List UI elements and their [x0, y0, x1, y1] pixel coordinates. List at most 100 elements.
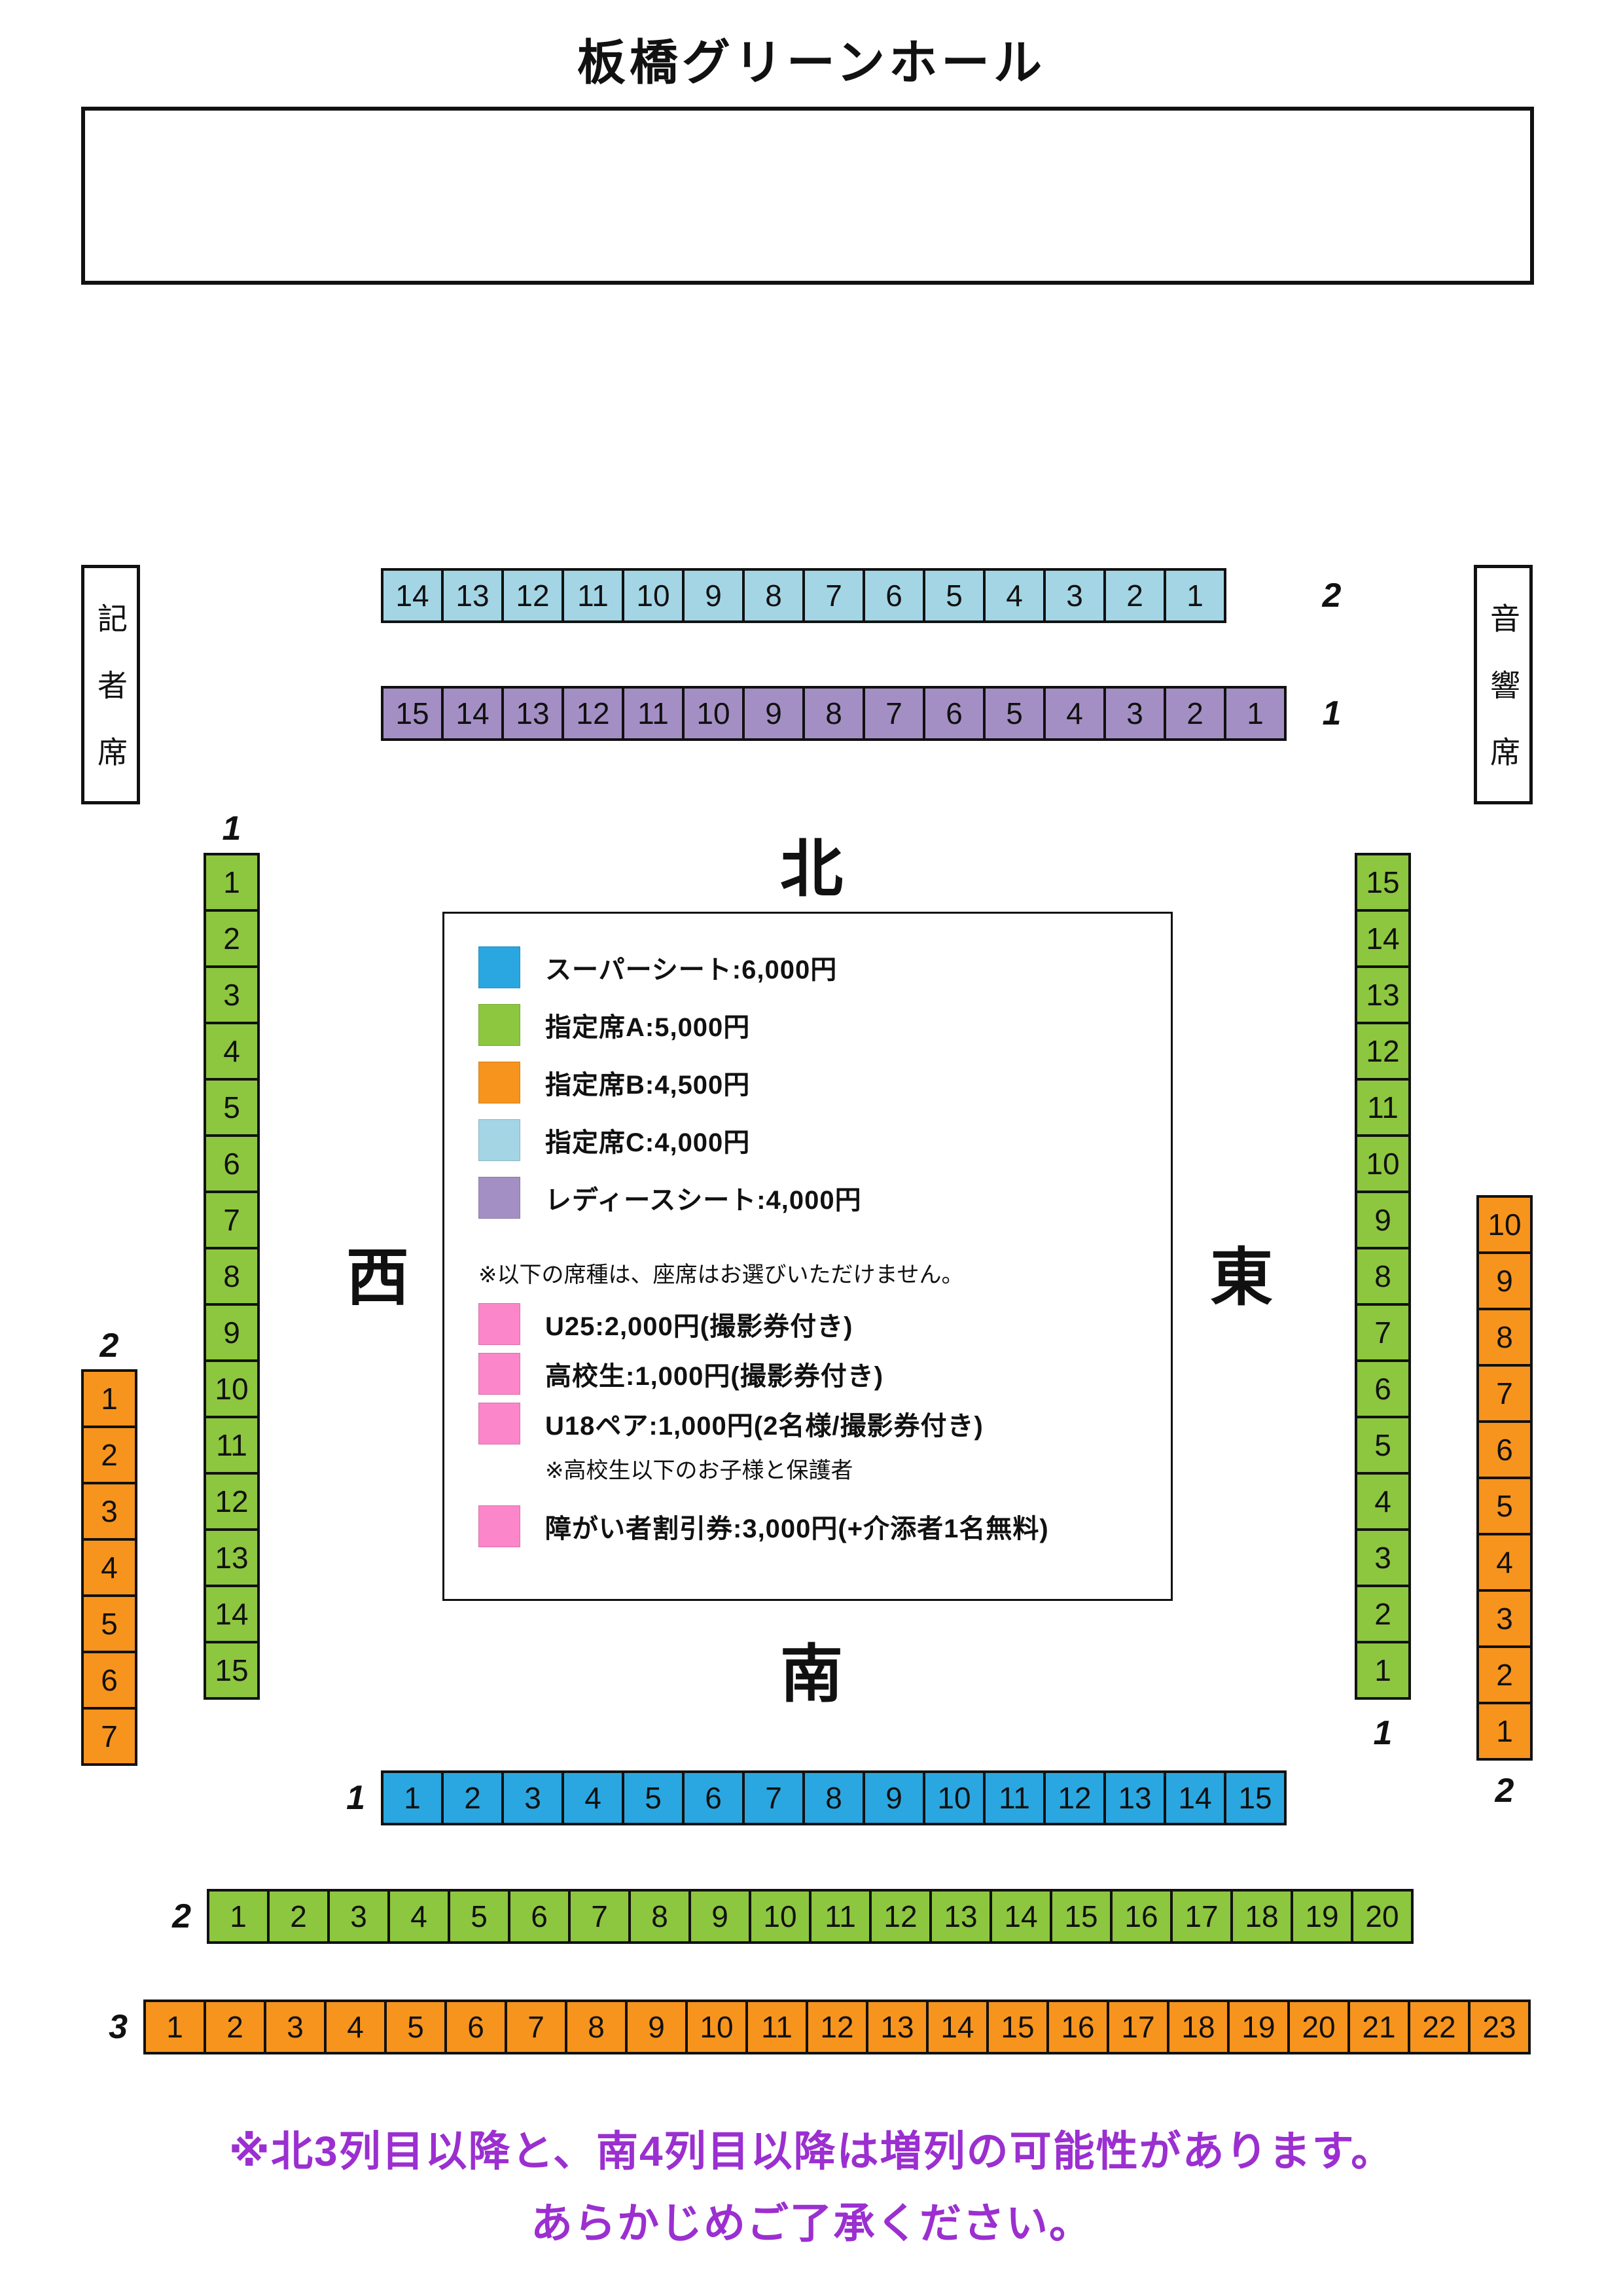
seat-9: 9 — [1476, 1251, 1533, 1310]
seat-8: 8 — [204, 1247, 260, 1306]
seat-13: 13 — [1355, 965, 1411, 1024]
special-price-list: U25:2,000円(撮影券付き) 高校生:1,000円(撮影券付き) U18ペア:… — [478, 1299, 1155, 1448]
seat-13: 13 — [929, 1889, 992, 1944]
seat-3: 3 — [501, 1770, 564, 1825]
seat-11: 11 — [983, 1770, 1046, 1825]
seat-10: 10 — [749, 1889, 812, 1944]
seat-10: 10 — [1355, 1134, 1411, 1193]
seat-3: 3 — [1476, 1589, 1533, 1648]
legend-label: 高校生:1,000円(撮影券付き) — [545, 1362, 884, 1391]
seat-8: 8 — [628, 1889, 691, 1944]
seat-23: 23 — [1468, 2000, 1531, 2054]
seat-2: 2 — [1103, 568, 1166, 623]
seat-13: 13 — [441, 568, 504, 623]
seat-5: 5 — [622, 1770, 685, 1825]
west-col-2-label: 2 — [99, 1327, 119, 1365]
venue-title: 板橋グリーンホール — [577, 35, 1046, 90]
south-row-3-label: 3 — [109, 2008, 128, 2046]
seat-14: 14 — [204, 1585, 260, 1643]
seat-15: 15 — [1355, 853, 1411, 912]
seat-4: 4 — [324, 2000, 387, 2054]
legend-item: U25:2,000円(撮影券付き) — [478, 1299, 1155, 1349]
seat-15: 15 — [986, 2000, 1049, 2054]
seat-13: 13 — [501, 686, 564, 741]
seat-9: 9 — [688, 1889, 751, 1944]
price-legend: スーパーシート:6,000円指定席A:5,000円指定席B:4,500円指定席C… — [442, 912, 1173, 1601]
seat-5: 5 — [81, 1594, 137, 1653]
seat-12: 12 — [1043, 1770, 1106, 1825]
seat-3: 3 — [264, 2000, 327, 2054]
disability-price-item: 障がい者割引券:3,000円(+介添者1名無料) — [478, 1501, 1155, 1551]
seat-2: 2 — [204, 909, 260, 968]
stage-area — [81, 107, 1534, 285]
seat-13: 13 — [1103, 1770, 1166, 1825]
seat-2: 2 — [441, 1770, 504, 1825]
seat-2: 2 — [204, 2000, 266, 2054]
seat-1: 1 — [207, 1889, 270, 1944]
legend-swatch — [478, 1303, 520, 1345]
seat-9: 9 — [625, 2000, 688, 2054]
seat-4: 4 — [983, 568, 1046, 623]
seat-10: 10 — [1476, 1195, 1533, 1254]
seat-15: 15 — [381, 686, 444, 741]
legend-item: 指定席C:4,000円 — [478, 1111, 1155, 1169]
seat-6: 6 — [1476, 1420, 1533, 1479]
seat-12: 12 — [869, 1889, 932, 1944]
price-list: スーパーシート:6,000円指定席A:5,000円指定席B:4,500円指定席C… — [478, 939, 1155, 1227]
seat-15: 15 — [204, 1641, 260, 1700]
seat-12: 12 — [501, 568, 564, 623]
south-row-2-label: 2 — [172, 1897, 191, 1935]
seat-4: 4 — [204, 1022, 260, 1081]
seat-8: 8 — [802, 686, 865, 741]
legend-label: 指定席A:5,000円 — [545, 1013, 751, 1042]
seat-7: 7 — [81, 1707, 137, 1766]
legend-swatch — [478, 946, 520, 988]
seat-22: 22 — [1408, 2000, 1471, 2054]
seat-8: 8 — [565, 2000, 628, 2054]
seat-7: 7 — [802, 568, 865, 623]
legend-label: U25:2,000円(撮影券付き) — [545, 1312, 853, 1341]
seat-10: 10 — [622, 568, 685, 623]
seat-19: 19 — [1291, 1889, 1353, 1944]
seat-10: 10 — [204, 1359, 260, 1418]
seat-1: 1 — [1164, 568, 1226, 623]
seat-7: 7 — [1355, 1303, 1411, 1362]
legend-swatch — [478, 1403, 520, 1444]
seat-10: 10 — [685, 2000, 748, 2054]
seat-14: 14 — [381, 568, 444, 623]
legend-item: レディースシート:4,000円 — [478, 1169, 1155, 1227]
seat-2: 2 — [267, 1889, 330, 1944]
seat-5: 5 — [1476, 1477, 1533, 1535]
footer-note-line1: ※北3列目以降と、南4列目以降は増列の可能性があります。 — [228, 2128, 1395, 2175]
seat-20: 20 — [1287, 2000, 1350, 2054]
legend-swatch — [478, 1353, 520, 1395]
seat-1: 1 — [81, 1369, 137, 1428]
seat-21: 21 — [1347, 2000, 1410, 2054]
seat-15: 15 — [1224, 1770, 1287, 1825]
footer-note-line2: あらかじめご了承ください。 — [531, 2200, 1092, 2248]
seat-5: 5 — [448, 1889, 510, 1944]
legend-item: U18ペア:1,000円(2名様/撮影券付き) — [478, 1399, 1155, 1448]
legend-label: 指定席B:4,500円 — [545, 1071, 751, 1100]
seat-11: 11 — [204, 1416, 260, 1475]
seat-2: 2 — [81, 1426, 137, 1484]
seat-12: 12 — [562, 686, 624, 741]
seat-9: 9 — [742, 686, 805, 741]
seat-4: 4 — [1355, 1472, 1411, 1531]
seat-18: 18 — [1167, 2000, 1230, 2054]
restriction-note: ※以下の席種は、座席はお選びいただけません。 — [478, 1263, 964, 1287]
seat-20: 20 — [1351, 1889, 1414, 1944]
seat-7: 7 — [204, 1191, 260, 1249]
legend-item: 指定席B:4,500円 — [478, 1054, 1155, 1111]
seat-3: 3 — [1043, 568, 1106, 623]
legend-swatch — [478, 1004, 520, 1046]
seat-7: 7 — [568, 1889, 631, 1944]
seat-8: 8 — [802, 1770, 865, 1825]
seat-9: 9 — [1355, 1191, 1411, 1249]
seat-13: 13 — [866, 2000, 929, 2054]
sound-booth-box: 音響席 — [1474, 565, 1533, 804]
legend-swatch — [478, 1062, 520, 1103]
